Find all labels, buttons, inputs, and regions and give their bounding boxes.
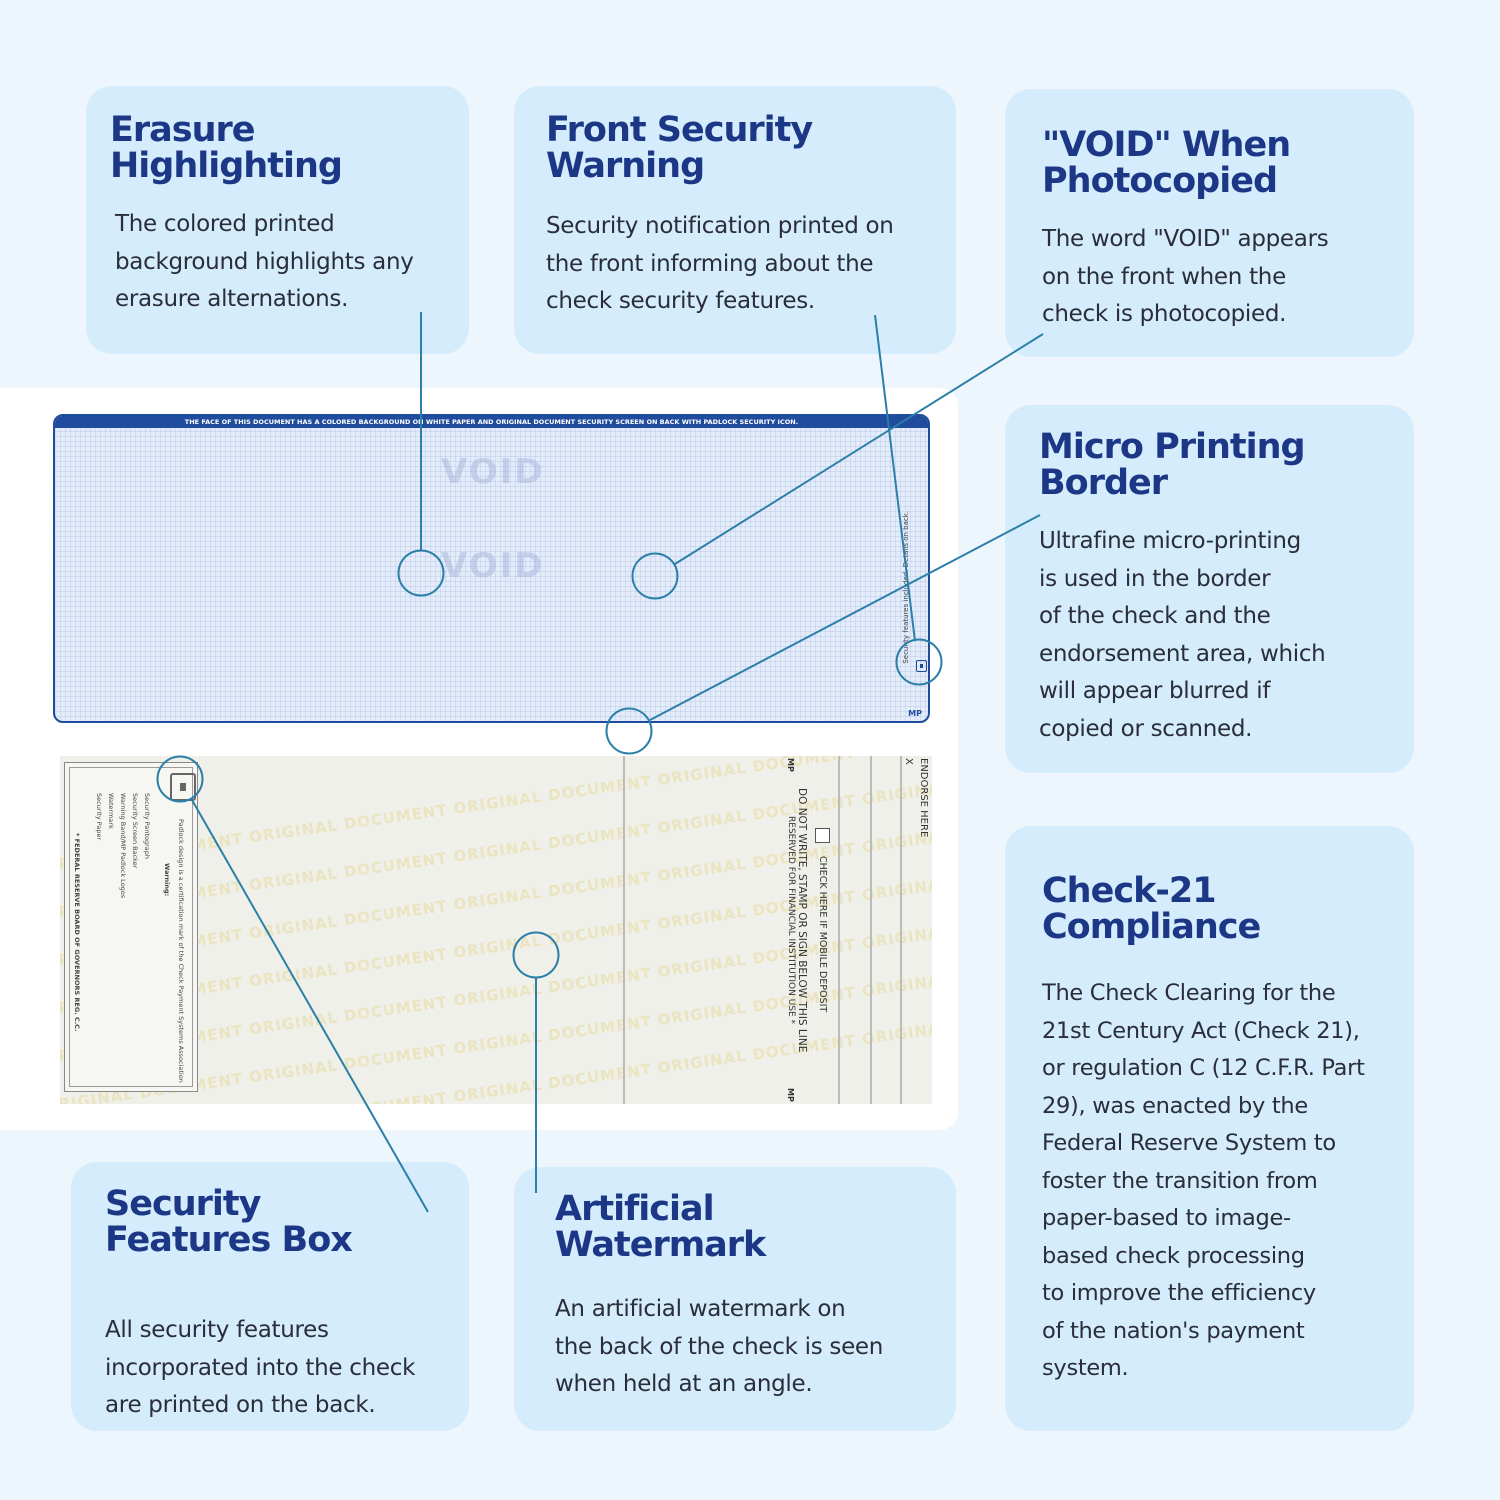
feature-item: Security Screen Backer — [131, 793, 139, 869]
security-box-border — [69, 767, 193, 1087]
mp-logo: MP — [786, 1088, 795, 1102]
feature-item: Watermark — [107, 793, 115, 829]
callout-circle-watermark — [512, 931, 560, 979]
callout-circle-front-warning — [895, 638, 943, 686]
callout-line-front-warning — [874, 314, 916, 642]
feature-item: Security Paper — [95, 793, 103, 841]
feature-item: Security Pantograph — [143, 793, 151, 860]
security-features-box: Padlock design is a certification mark o… — [64, 762, 198, 1092]
endorse-line — [900, 756, 902, 1104]
warning-label: Warning: — [163, 863, 171, 897]
check-back: ORIGINAL DOCUMENT ORIGINAL DOCUMENT ORIG… — [60, 756, 932, 1104]
endorse-here-text: ENDORSE HERE — [918, 758, 929, 838]
void-pantograph: VOID — [441, 546, 545, 586]
front-security-warning-bar: THE FACE OF THIS DOCUMENT HAS A COLORED … — [55, 416, 928, 428]
void-pantograph: VOID — [441, 452, 545, 492]
check-front: THE FACE OF THIS DOCUMENT HAS A COLORED … — [53, 414, 930, 723]
mp-logo: MP — [908, 709, 922, 718]
fed-note: * FEDERAL RESERVE BOARD OF GOVERNORS REG… — [73, 833, 81, 1032]
callout-line-micro — [649, 514, 1041, 721]
fold-line — [623, 756, 625, 1104]
callout-circle-micro — [605, 707, 653, 755]
padlock-icon — [170, 773, 196, 801]
padlock-note: Padlock design is a certification mark o… — [177, 819, 185, 1083]
endorse-line — [838, 756, 840, 1104]
do-not-write-text: DO NOT WRITE, STAMP OR SIGN BELOW THIS L… — [796, 788, 808, 1053]
callout-line-security-box — [191, 799, 429, 1213]
callout-circle-void — [631, 552, 679, 600]
mobile-deposit-checkbox[interactable] — [815, 828, 830, 843]
mp-logo: MP — [786, 758, 795, 772]
reserved-text: RESERVED FOR FINANCIAL INSTITUTION USE * — [786, 816, 796, 1025]
callout-circle-security-box — [156, 755, 204, 803]
padlock-icon — [916, 660, 927, 672]
endorse-line — [870, 756, 872, 1104]
mobile-deposit-text: CHECK HERE IF MOBILE DEPOSIT — [817, 856, 828, 1013]
x-mark: X — [903, 758, 914, 765]
callout-line-void — [674, 333, 1044, 565]
feature-item: Warning Band/MP Padlock Logos — [119, 793, 127, 899]
callout-circle-erasure — [397, 549, 445, 597]
